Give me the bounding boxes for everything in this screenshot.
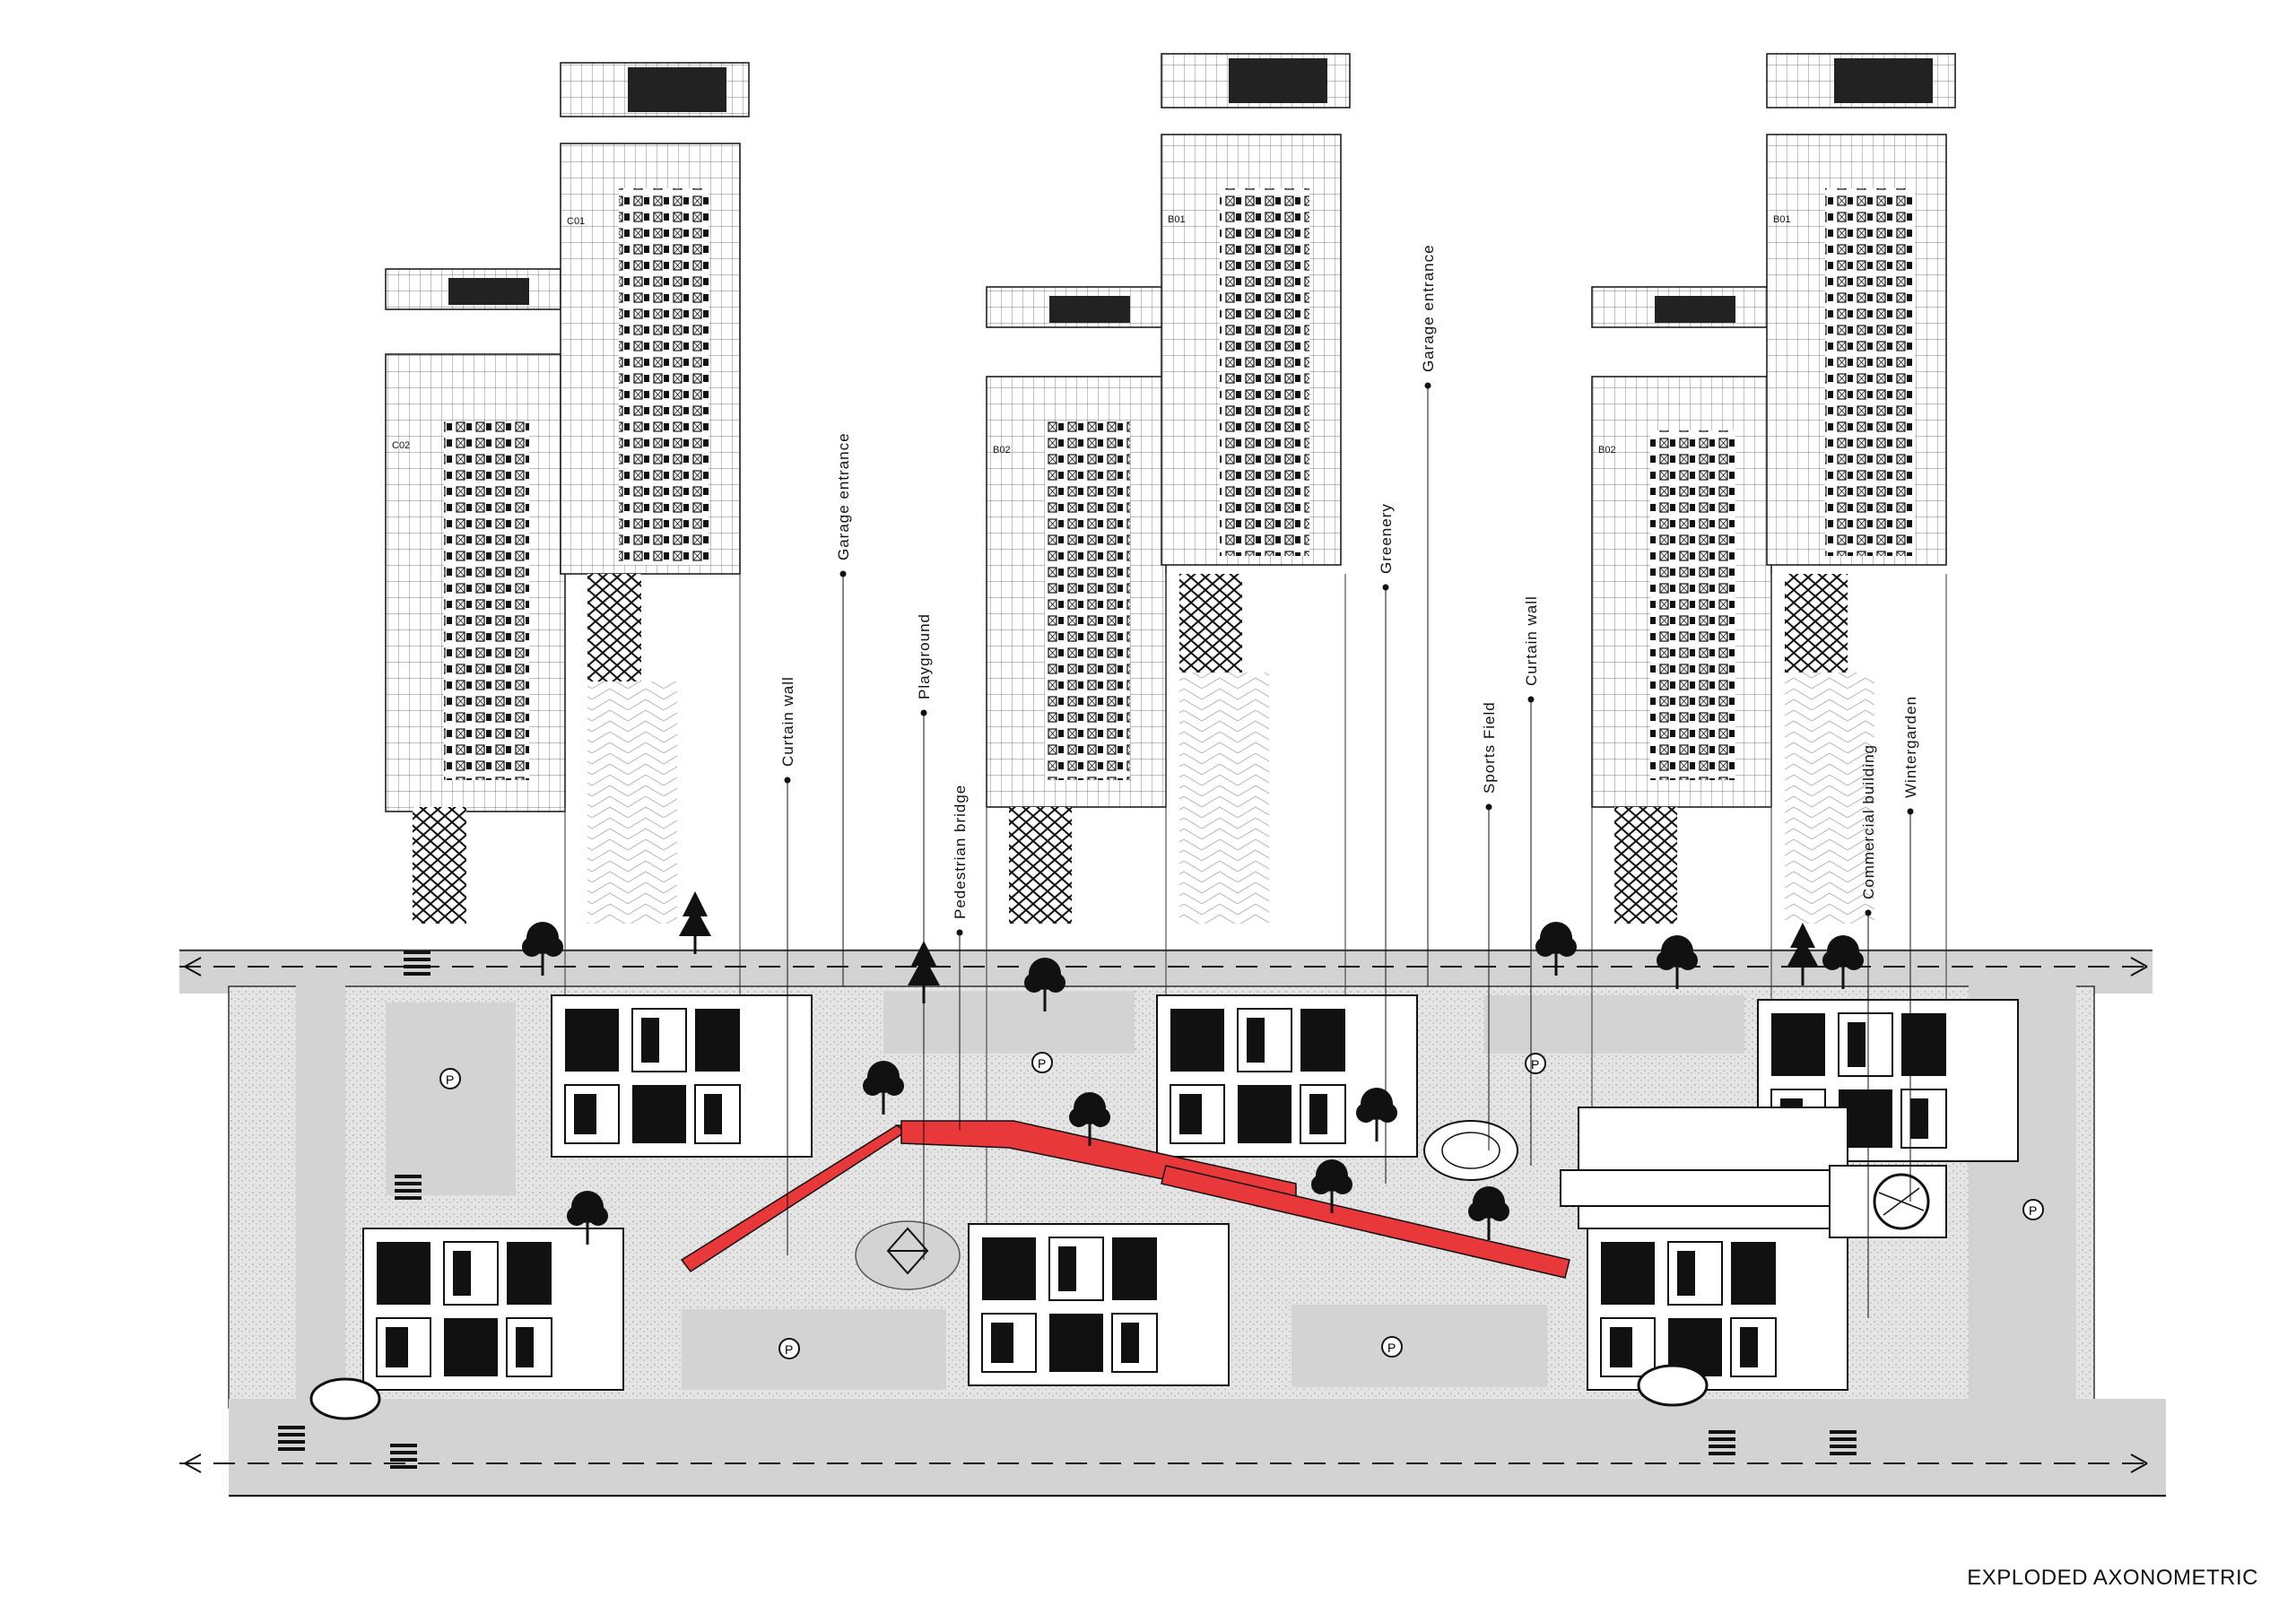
label-commercial-building: Commercial building	[1860, 744, 1877, 899]
label-pedestrian-bridge: Pedestrian bridge	[952, 785, 969, 919]
parking-symbol-1: P	[446, 1072, 454, 1087]
tower-group-b-center: B01 B02	[986, 53, 1351, 924]
tower-code-c01: C01	[567, 216, 585, 227]
parking-symbol-3: P	[1531, 1057, 1539, 1072]
label-playground: Playground	[916, 613, 933, 699]
tower-group-c: C01 C02	[385, 62, 750, 924]
label-wintergarden: Wintergarden	[1902, 696, 1919, 798]
label-garage-entrance-2: Garage entrance	[1420, 244, 1437, 372]
label-sports-field: Sports Field	[1481, 701, 1498, 794]
parking-symbol-6: P	[2029, 1203, 2037, 1218]
callout-leaders	[784, 382, 1914, 1318]
drawing-title: EXPLODED AXONOMETRIC	[1967, 1566, 2258, 1590]
callout-labels: Curtain wall Garage entrance Playground …	[779, 244, 1919, 919]
parking-symbol-2: P	[1038, 1056, 1046, 1071]
tower-code-b02-center: B02	[993, 445, 1011, 456]
label-curtain-wall-2: Curtain wall	[1523, 595, 1540, 686]
parking-symbol-5: P	[1387, 1341, 1396, 1355]
label-garage-entrance-1: Garage entrance	[835, 432, 852, 560]
tower-code-c02: C02	[392, 440, 410, 451]
label-curtain-wall-1: Curtain wall	[779, 676, 796, 767]
tower-code-b01-right: B01	[1773, 214, 1791, 225]
label-greenery: Greenery	[1378, 503, 1395, 574]
parking-symbol-4: P	[785, 1342, 793, 1357]
tower-code-b02-right: B02	[1598, 445, 1616, 456]
podium-blocks	[309, 994, 2019, 1420]
tower-group-b-right: B01 B02	[1591, 53, 1956, 924]
tower-code-b01-center: B01	[1168, 214, 1186, 225]
pedestrian-bridge-shape	[680, 1120, 1570, 1279]
